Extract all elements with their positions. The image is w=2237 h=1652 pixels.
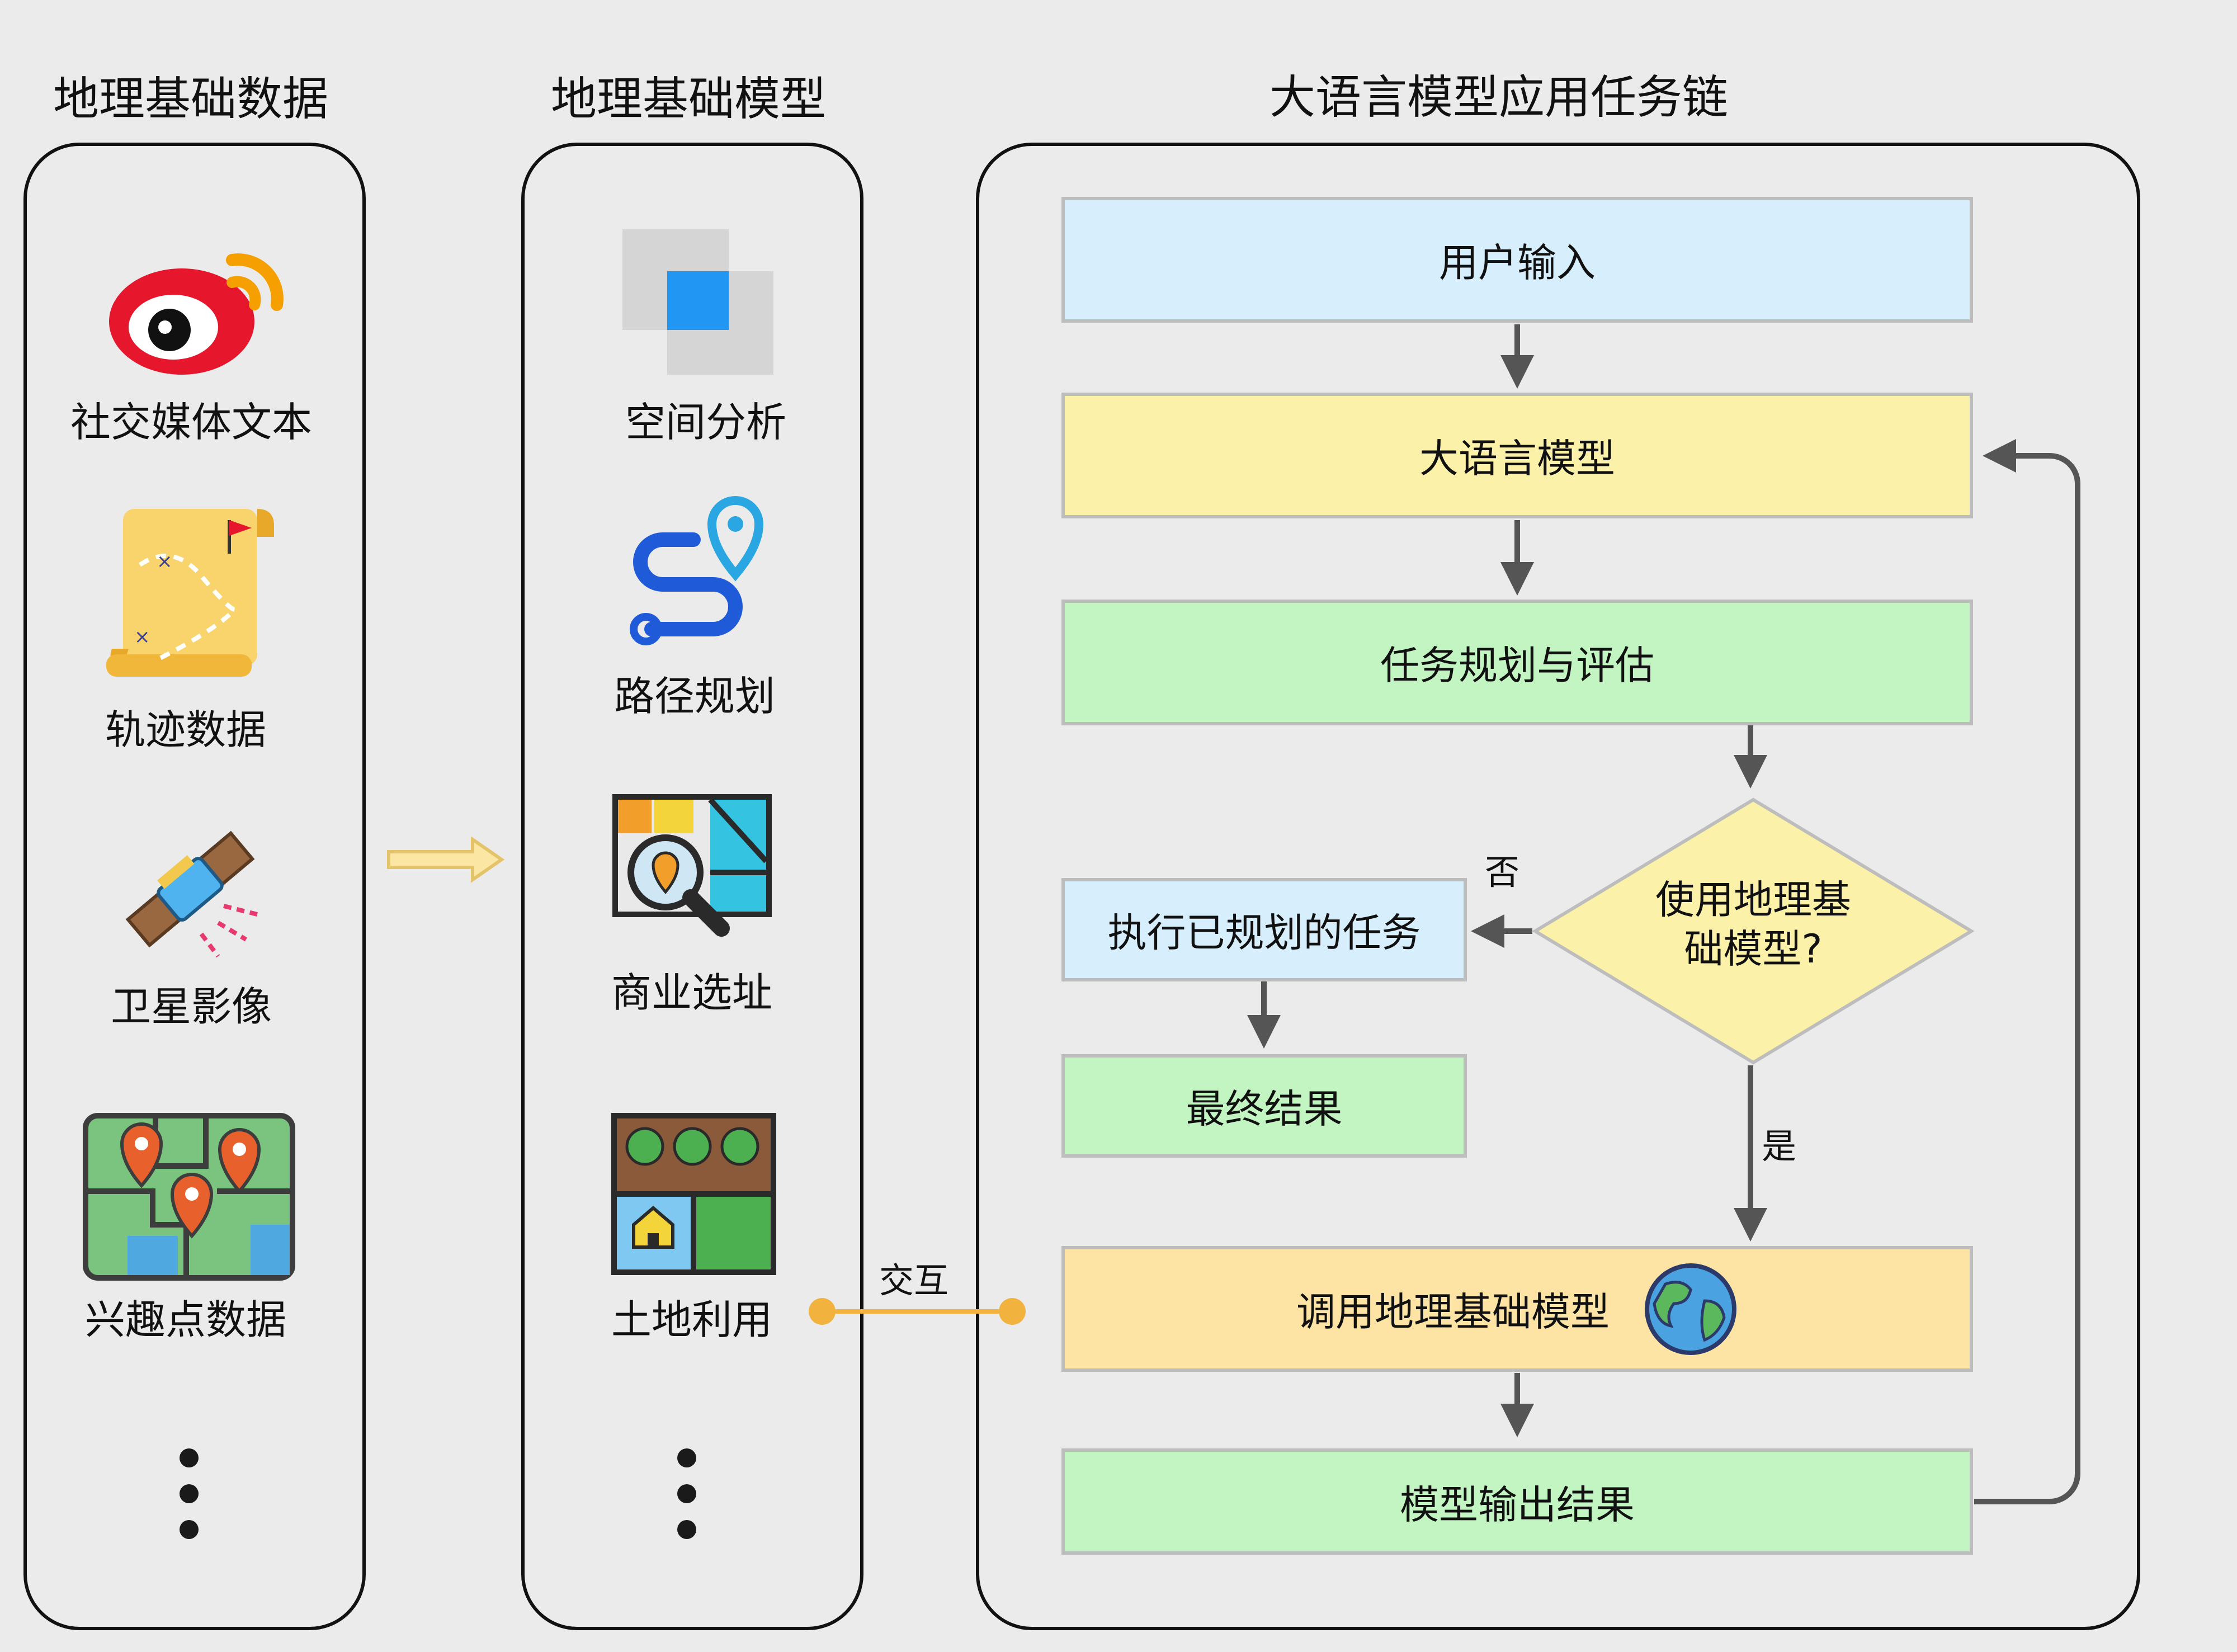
trajectory-label: 轨迹数据 <box>105 706 266 753</box>
model-output-label: 模型输出结果 <box>1400 1481 1635 1528</box>
land-use-icon <box>611 1113 776 1275</box>
interaction-label: 交互 <box>879 1260 949 1301</box>
call-model-box: 调用地理基础模型 <box>1061 1246 1973 1372</box>
land-use-label: 土地利用 <box>611 1296 772 1343</box>
data-more-ellipsis <box>178 1448 200 1556</box>
llm-label: 大语言模型 <box>1419 436 1615 482</box>
svg-text:×: × <box>134 626 150 648</box>
call-model-label: 调用地理基础模型 <box>1296 1289 1610 1335</box>
spatial-analysis-label: 空间分析 <box>625 399 786 446</box>
final-result-box: 最终结果 <box>1061 1054 1467 1158</box>
llm-box: 大语言模型 <box>1061 393 1973 518</box>
interaction-connector <box>809 1298 1026 1325</box>
social-media-label: 社交媒体文本 <box>70 399 312 446</box>
data-column-title: 地理基础数据 <box>53 73 329 126</box>
models-panel <box>521 143 863 1630</box>
route-planning-label: 路径规划 <box>613 673 775 720</box>
business-site-icon <box>612 794 772 937</box>
weibo-icon <box>109 253 284 375</box>
model-output-box: 模型输出结果 <box>1061 1448 1973 1555</box>
user-input-box: 用户输入 <box>1061 197 1973 323</box>
trajectory-map-icon: × × <box>106 509 274 677</box>
transfer-arrow <box>387 836 505 883</box>
chain-panel <box>976 143 2140 1630</box>
svg-text:×: × <box>157 550 173 573</box>
task-planning-label: 任务规划与评估 <box>1380 643 1654 688</box>
satellite-icon <box>125 830 258 958</box>
route-planning-icon <box>630 495 764 645</box>
final-result-label: 最终结果 <box>1186 1086 1343 1132</box>
user-input-label: 用户输入 <box>1439 240 1596 286</box>
globe-icon <box>1645 1263 1736 1355</box>
business-site-label: 商业选址 <box>611 969 772 1016</box>
chain-column-title: 大语言模型应用任务链 <box>1269 71 1729 124</box>
spatial-analysis-icon <box>622 229 773 375</box>
poi-map-icon <box>83 1113 295 1281</box>
poi-label: 兴趣点数据 <box>84 1296 286 1343</box>
models-column-title: 地理基础模型 <box>551 73 827 126</box>
execute-task-label: 执行已规划的任务 <box>1107 910 1421 956</box>
data-panel <box>23 143 366 1630</box>
models-more-ellipsis <box>676 1448 698 1556</box>
decision-diamond <box>1532 797 1975 1065</box>
decision-label: 使用地理基 础模型? <box>1655 877 1851 972</box>
task-planning-box: 任务规划与评估 <box>1061 600 1973 725</box>
no-label: 否 <box>1485 852 1520 893</box>
execute-task-box: 执行已规划的任务 <box>1061 878 1467 981</box>
satellite-label: 卫星影像 <box>110 983 272 1030</box>
yes-label: 是 <box>1762 1126 1797 1167</box>
